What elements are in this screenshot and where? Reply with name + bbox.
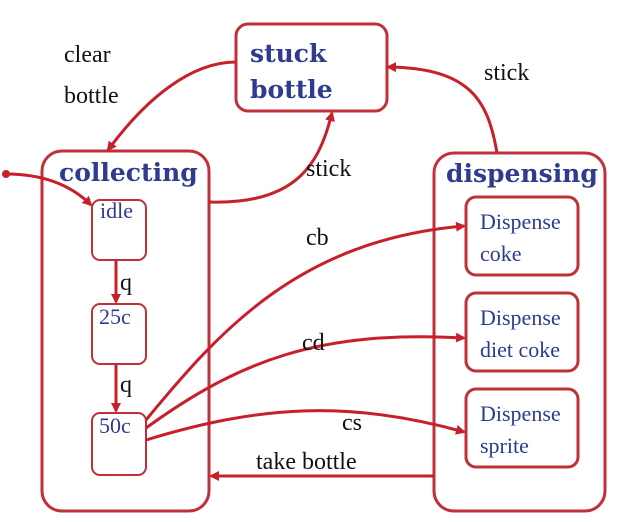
dispense-diet-coke-line2: diet coke [480,337,560,362]
dispense-sprite-line2: sprite [480,433,529,458]
dispense-coke-line1: Dispense [480,209,561,234]
dispensing-title: dispensing [446,159,598,188]
dispense-diet-coke-line1: Dispense [480,305,561,330]
cb-label: cb [306,225,329,251]
clear-bottle-label-line1: clear [64,42,111,68]
dispense-diet-coke-state [464,291,580,373]
dispense-sprite-line1: Dispense [480,401,561,426]
stick-collecting-label: stick [306,156,351,182]
cd-label: cd [302,330,325,356]
50c-state [91,412,147,476]
idle-state [91,199,147,261]
cb-arrow [144,221,466,421]
25c-state [91,303,147,365]
dispense-sprite-state [464,387,580,469]
q1-label: q [120,270,132,296]
cs-label: cs [342,410,362,436]
q2-label: q [120,372,132,398]
stick-dispensing-label: stick [484,60,529,86]
dispense-coke-state [464,195,580,277]
cs-arrow [145,409,466,442]
clear-bottle-arrow [106,60,237,152]
idle-label: idle [100,198,133,223]
stuck-bottle-line1: stuck [250,39,327,68]
50c-label: 50c [99,413,131,438]
initial-arrow [5,172,93,207]
stick-collecting-arrow [208,111,335,204]
collecting-title: collecting [59,158,198,187]
stuck-bottle-line2: bottle [250,75,333,104]
25c-label: 25c [99,304,131,329]
clear-bottle-label-line2: bottle [64,83,119,109]
cd-arrow [145,332,466,430]
stick-dispensing-arrow [386,62,499,154]
take-bottle-label: take bottle [256,449,357,475]
dispense-coke-line2: coke [480,241,522,266]
